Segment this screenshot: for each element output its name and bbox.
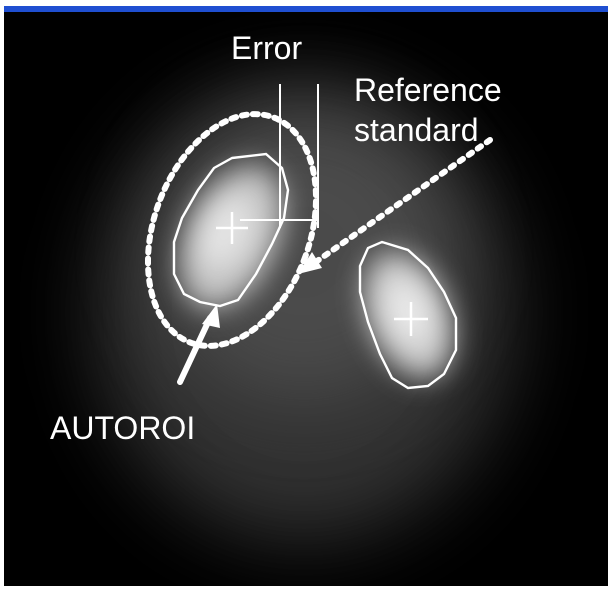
error-label: Error <box>231 30 303 66</box>
autoroi-contour-right <box>358 240 458 390</box>
reference-arrow-head <box>298 252 322 274</box>
scan-svg <box>94 82 514 542</box>
centroid-cross-left <box>216 212 248 244</box>
reference-standard-outline <box>144 111 320 349</box>
reference-standard-label: Reference standard <box>354 70 502 150</box>
reference-label-line1: Reference <box>354 72 502 108</box>
left-uptake-core <box>196 194 256 270</box>
autoroi-arrow-head <box>202 304 220 328</box>
reference-label-line2: standard <box>354 112 479 148</box>
autoroi-contour-left <box>172 152 290 308</box>
right-uptake-core <box>384 279 434 345</box>
centroid-cross-right <box>394 302 428 336</box>
top-accent-bar <box>4 6 608 12</box>
reference-arrow <box>307 137 493 269</box>
scan-image-panel: Error Reference standard AUTOROI <box>4 12 608 586</box>
error-indicator <box>240 84 319 228</box>
autoroi-arrow <box>177 315 213 385</box>
autoroi-label: AUTOROI <box>50 410 196 446</box>
